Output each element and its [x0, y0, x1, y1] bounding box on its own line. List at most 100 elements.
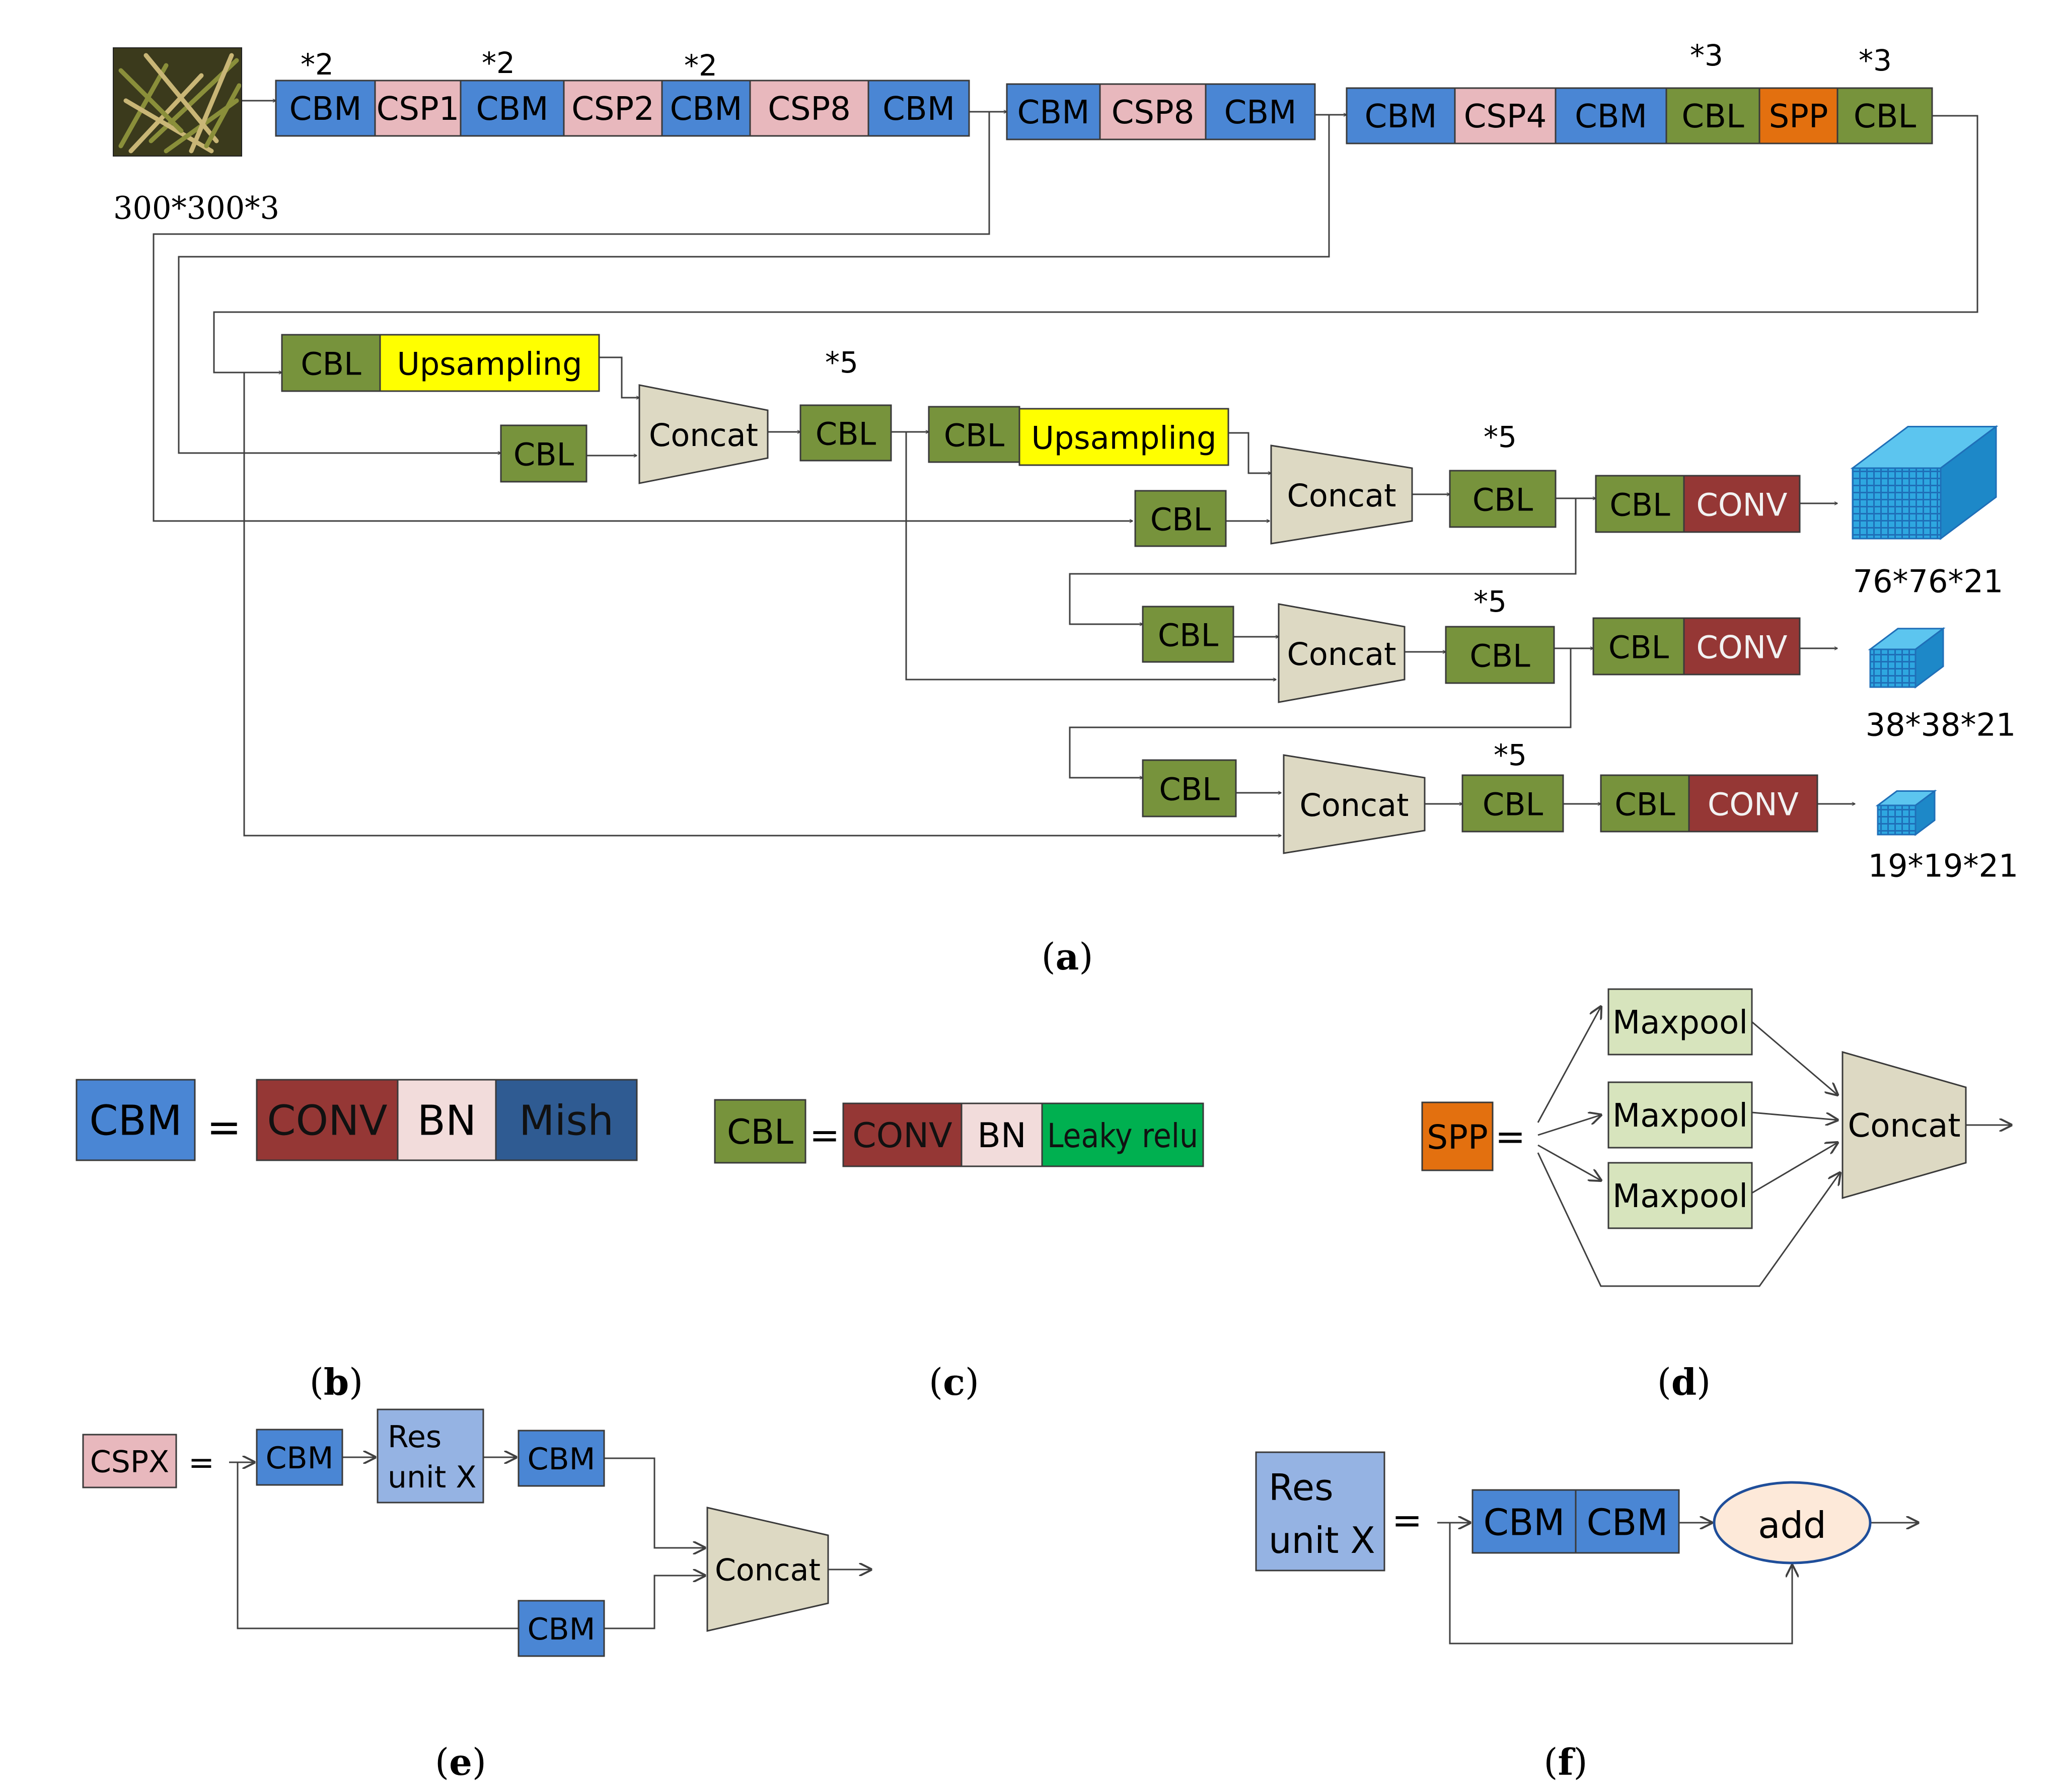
b-bn	[397, 1079, 497, 1161]
stage1-csp8-5-label: CSP8	[768, 91, 851, 128]
caption-b: (b)	[310, 1361, 363, 1403]
head38-conv-label: CONV	[1697, 629, 1788, 666]
b-conv-label: CONV	[267, 1097, 387, 1145]
d-concat	[1842, 1051, 1967, 1199]
stage3-block-2-label: CBM	[1575, 98, 1647, 135]
neck-repeat-1: *5	[825, 345, 858, 380]
e-cspx	[82, 1434, 177, 1488]
e-cbm-1-label: CBM	[266, 1441, 334, 1476]
c-conv	[842, 1102, 963, 1167]
e-res-line2: unit X	[388, 1460, 476, 1495]
c-bn	[961, 1102, 1043, 1167]
d-maxpool-1-label: Maxpool	[1612, 1004, 1748, 1041]
stage1-repeat-1: *2	[482, 46, 515, 80]
output-cube-19	[1877, 804, 1917, 836]
stage1-cbm-2	[460, 80, 565, 137]
stage1-cbm-6	[867, 80, 970, 137]
stage2-block-2-label: CBM	[1224, 94, 1297, 131]
e-cbm-2	[518, 1430, 605, 1487]
stage3-block-3-label: CBL	[1681, 98, 1744, 135]
stage3-block-5-label: CBL	[1854, 98, 1917, 135]
stage1-repeat-2: *2	[684, 48, 717, 83]
stage2-block-2	[1205, 83, 1316, 140]
e-cbm-2-label: CBM	[528, 1442, 596, 1477]
output-cube-38	[1869, 648, 1917, 688]
d-maxpool-2	[1607, 1081, 1753, 1149]
up2-to-concat2	[1228, 432, 1271, 473]
neck-cbl-d	[928, 406, 1020, 463]
caption-d: (d)	[1657, 1361, 1711, 1403]
neck-cbl-i-label: CBL	[1159, 771, 1220, 808]
stage3-block-3	[1665, 87, 1760, 144]
e-cbm-1	[256, 1429, 343, 1486]
head38-cbl-label: CBL	[1608, 629, 1669, 666]
e-cbm3-to-concat	[604, 1576, 705, 1629]
neck-cbl-c-label: CBL	[816, 416, 876, 453]
caption-c: (c)	[929, 1361, 979, 1403]
d-mp2-to-concat	[1751, 1111, 1837, 1120]
concat-1	[638, 384, 769, 484]
up1-to-concat1	[599, 356, 639, 398]
e-res-line1: Res	[388, 1420, 441, 1455]
concat-3	[1278, 603, 1406, 703]
neck-cbl-g	[1142, 606, 1234, 663]
e-concat-label: Concat	[715, 1553, 821, 1588]
f-equals: =	[1392, 1499, 1422, 1541]
b-cbm	[76, 1079, 196, 1161]
stage3-repeat-0: *3	[1690, 38, 1723, 72]
head76-cbl	[1595, 475, 1685, 533]
d-spp	[1421, 1101, 1494, 1171]
d-mp1-to-concat	[1751, 1021, 1837, 1095]
route-neck-to-concat3	[891, 431, 1276, 680]
neck-cbl-f	[1449, 470, 1557, 528]
d-skip-to-concat	[1537, 1152, 1840, 1287]
neck-cbl-g-label: CBL	[1158, 617, 1219, 654]
concat-3-label: Concat	[1287, 636, 1396, 673]
caption-a: (a)	[1042, 935, 1093, 978]
stage3-block-1	[1454, 87, 1557, 144]
neck-repeat-2: *5	[1484, 420, 1517, 454]
d-spp-label: SPP	[1427, 1118, 1488, 1157]
stage1-repeat-0: *2	[301, 47, 334, 82]
d-maxpool-3-label: Maxpool	[1612, 1178, 1748, 1215]
concat-4	[1283, 754, 1426, 854]
d-in-to-mp2	[1537, 1115, 1601, 1136]
input-size-label: 300*300*3	[113, 190, 279, 227]
neck-cbl-a-label: CBL	[301, 346, 361, 383]
f-cbm-1	[1471, 1489, 1577, 1554]
stage2-block-0-label: CBM	[1017, 94, 1090, 131]
stage1-cbm-2-label: CBM	[476, 91, 549, 128]
head38-cbl	[1592, 617, 1685, 676]
neck-cbl-b-label: CBL	[513, 436, 574, 473]
d-concat-label: Concat	[1848, 1107, 1961, 1145]
c-leaky-label: Leaky relu	[1047, 1116, 1198, 1155]
d-maxpool-2-label: Maxpool	[1612, 1097, 1748, 1135]
stage1-csp2-3-label: CSP2	[571, 91, 654, 128]
output-cube-76	[1852, 467, 1942, 540]
concat-4-label: Concat	[1300, 787, 1409, 824]
output-76-label: 76*76*21	[1853, 563, 2004, 600]
e-cbm-3-label: CBM	[528, 1612, 596, 1647]
stage3-block-0	[1346, 87, 1456, 144]
e-concat	[706, 1507, 829, 1632]
output-38-label: 38*38*21	[1866, 707, 2016, 743]
stage1-csp1-1-label: CSP1	[377, 91, 460, 128]
neck-cbl-h-label: CBL	[1469, 638, 1530, 675]
head76-conv-label: CONV	[1697, 487, 1788, 524]
stage2-block-0	[1006, 83, 1101, 140]
d-mp3-to-concat	[1751, 1143, 1837, 1194]
b-cbm-label: CBM	[89, 1097, 182, 1145]
b-mish	[495, 1079, 638, 1161]
head19-cbl-label: CBL	[1614, 786, 1675, 823]
c-cbl-label: CBL	[727, 1112, 793, 1152]
f-add	[1713, 1481, 1872, 1564]
stage3-block-2	[1555, 87, 1667, 144]
neck-repeat-3: *5	[1474, 584, 1507, 619]
neck-cbl-f-label: CBL	[1472, 482, 1533, 518]
b-bn-label: BN	[417, 1097, 477, 1145]
stage3-repeat-1: *3	[1859, 43, 1892, 78]
upsampling-1	[379, 334, 600, 392]
f-cbm-2	[1575, 1489, 1680, 1554]
b-conv	[256, 1079, 399, 1161]
concat-1-label: Concat	[649, 417, 758, 454]
